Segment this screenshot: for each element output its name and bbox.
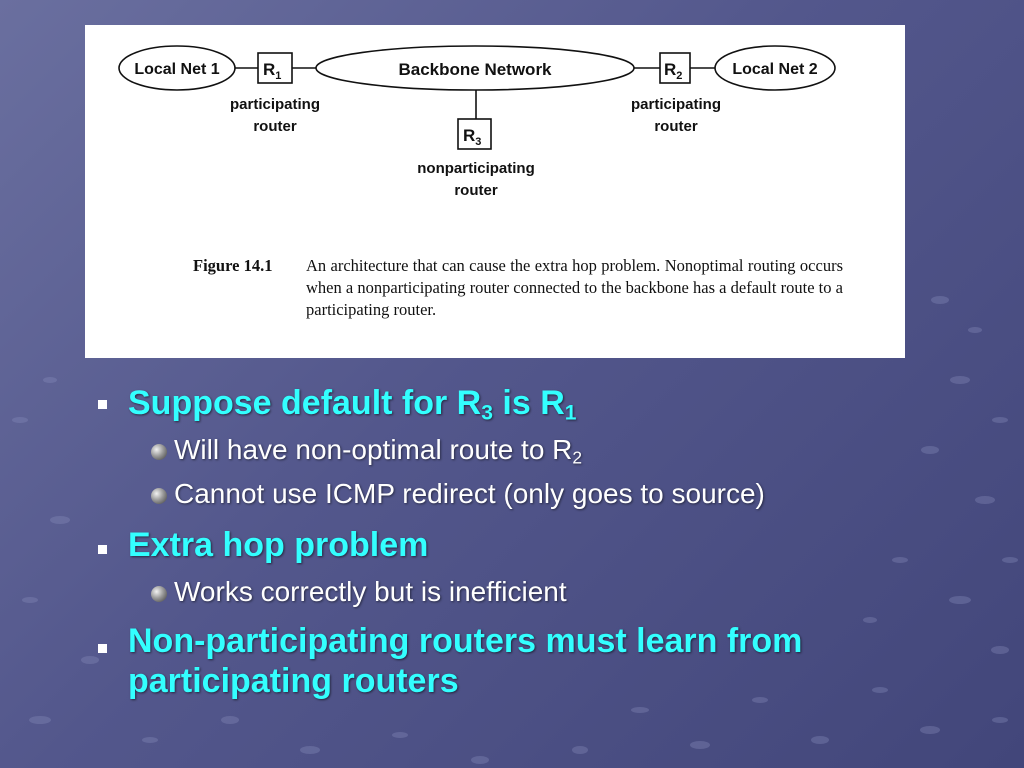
svg-text:R2: R2	[664, 60, 682, 82]
bullet-nonparticipating-learn: Non-participating routers must learn fro…	[128, 622, 803, 700]
square-bullet-icon	[98, 644, 107, 653]
router-r1-node: R1	[257, 52, 293, 84]
r2-caption-line1: participating	[631, 96, 721, 113]
figure-panel: Local Net 1 R1 Backbone Network R2 Local…	[85, 25, 905, 358]
network-diagram: Local Net 1 R1 Backbone Network R2 Local…	[118, 45, 836, 199]
round-bullet-icon	[151, 444, 167, 460]
bullet-extra-hop: Extra hop problem	[128, 526, 429, 564]
subbullet-non-optimal-route: Will have non-optimal route to R2	[174, 434, 583, 468]
square-bullet-icon	[98, 545, 107, 554]
local-net-1-label: Local Net 1	[134, 61, 219, 78]
figure-caption: Figure 14.1 An architecture that can cau…	[193, 255, 843, 321]
r3-caption-line1: nonparticipating	[417, 160, 535, 177]
subbullet-icmp-redirect: Cannot use ICMP redirect (only goes to s…	[174, 478, 765, 509]
local-net-2-label: Local Net 2	[732, 61, 817, 78]
round-bullet-icon	[151, 586, 167, 602]
svg-text:R3: R3	[463, 126, 481, 148]
router-r2-node: R2	[659, 52, 691, 84]
router-r3-node: R3	[457, 118, 492, 150]
backbone-label: Backbone Network	[398, 60, 552, 79]
figure-caption-text: An architecture that can cause the extra…	[306, 256, 843, 319]
backbone-network-node: Backbone Network	[315, 45, 635, 91]
round-bullet-icon	[151, 488, 167, 504]
r3-caption-line2: router	[454, 182, 498, 199]
square-bullet-icon	[98, 400, 107, 409]
local-net-1-node: Local Net 1	[118, 45, 236, 91]
local-net-2-node: Local Net 2	[714, 45, 836, 91]
subbullet-inefficient: Works correctly but is inefficient	[174, 576, 567, 607]
r1-caption-line1: participating	[230, 96, 320, 113]
svg-text:R1: R1	[263, 60, 281, 82]
figure-number: Figure 14.1	[193, 256, 273, 275]
bullet-default-route: Suppose default for R3 is R1	[128, 384, 577, 425]
r2-caption-line2: router	[654, 118, 698, 135]
r1-caption-line2: router	[253, 118, 297, 135]
